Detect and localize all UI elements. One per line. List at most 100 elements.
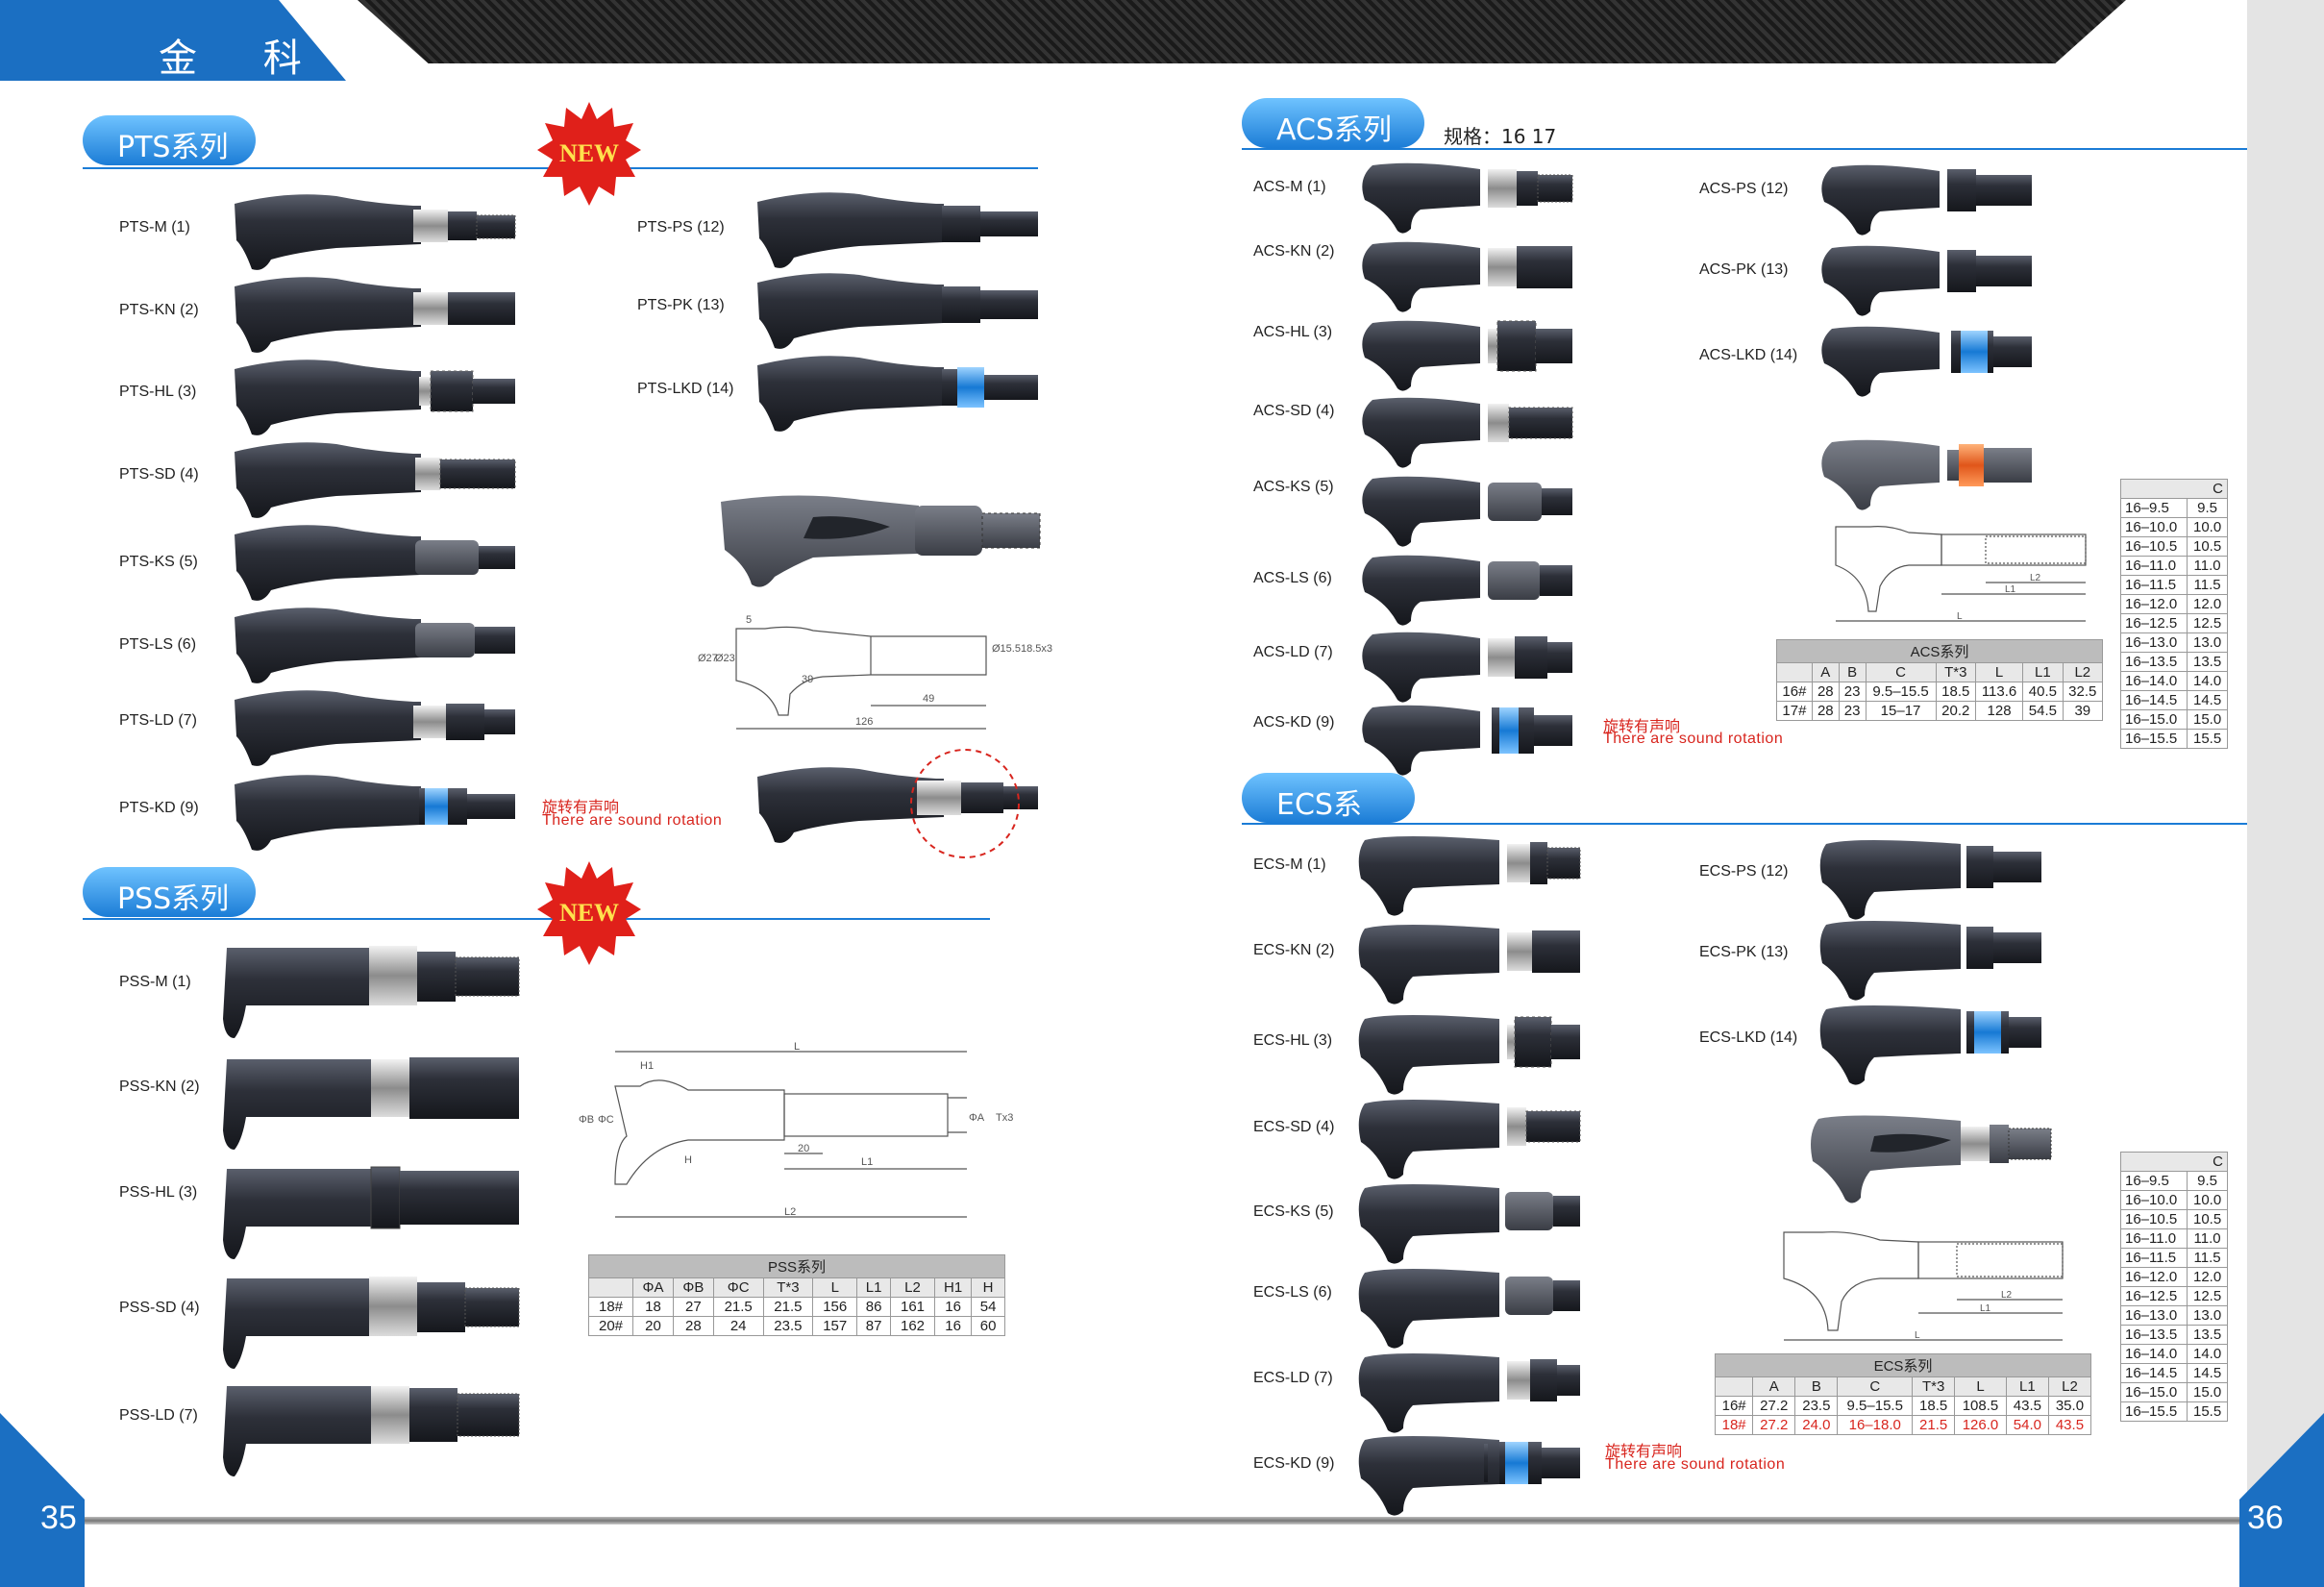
- acs-item-label: ACS-KS (5): [1253, 479, 1334, 495]
- handle-image: [223, 946, 520, 1038]
- pss-item-label: PSS-HL (3): [119, 1184, 198, 1201]
- handle-image: [235, 194, 516, 270]
- acs-item-label: ACS-LKD (14): [1699, 347, 1798, 363]
- dim-label: L1: [2005, 584, 2016, 595]
- ecs-item-label: ECS-PS (12): [1699, 863, 1789, 880]
- dim-label: H: [684, 1154, 692, 1166]
- acs-spec-note: 规格：16 17: [1444, 125, 1557, 148]
- handle-image: [1819, 921, 2041, 1001]
- table-caption: ACS系列: [1776, 639, 2103, 662]
- footer-rule: [77, 1517, 2247, 1525]
- ecs-item-label: ECS-LS (6): [1253, 1284, 1332, 1301]
- sound-note-cn: 旋转有声响: [1605, 1442, 1683, 1460]
- ecs-handle-render: [1811, 1115, 2052, 1203]
- acs-item-label: ACS-KD (9): [1253, 714, 1335, 731]
- dim-label: L2: [2030, 573, 2041, 583]
- ecs-technical-drawing: L L1 L2: [1783, 1231, 2064, 1341]
- dim-label: L1: [861, 1156, 873, 1168]
- dim-label: L2: [2001, 1290, 2013, 1301]
- handle-image: [1358, 1269, 1580, 1349]
- handle-image: [1819, 840, 2041, 920]
- pss-item-label: PSS-SD (4): [119, 1300, 200, 1316]
- dim-label: ΦA: [969, 1112, 985, 1124]
- handle-image: [235, 608, 515, 683]
- page-number-left: 35: [40, 1500, 77, 1536]
- ecs-item-label: ECS-HL (3): [1253, 1032, 1333, 1049]
- pss-item-label: PSS-LD (7): [119, 1407, 198, 1424]
- handle-image: [223, 1166, 519, 1259]
- sound-note-en: There are sound rotation: [542, 812, 723, 829]
- brand-tab: [0, 0, 346, 81]
- dim-label: 39: [802, 674, 813, 685]
- new-badge-pts: NEW: [537, 102, 641, 206]
- handle-image: [223, 1386, 520, 1476]
- handle-image: [235, 775, 515, 851]
- dim-label: L: [1957, 611, 1963, 622]
- ecs-divider: [1242, 823, 2247, 825]
- ecs-section-title: ECS系列: [1236, 773, 1415, 864]
- handle-image: [1362, 397, 1573, 468]
- page-edge-strip: [2247, 0, 2324, 1587]
- dim-label: ΦB: [579, 1114, 594, 1126]
- dim-label: 18.5x3: [1021, 643, 1052, 655]
- pts-item-label: PTS-M (1): [119, 219, 190, 236]
- acs-item-label: ACS-KN (2): [1253, 243, 1335, 260]
- acs-item-label: ACS-LS (6): [1253, 570, 1332, 586]
- acs-technical-drawing: L L1 L2: [1835, 526, 2087, 622]
- acs-item-label: ACS-SD (4): [1253, 403, 1335, 419]
- pts-item-label: PTS-LD (7): [119, 712, 197, 729]
- acs-item-label: ACS-PK (13): [1699, 261, 1789, 278]
- handle-image: [235, 525, 515, 601]
- pts-item-label: PTS-SD (4): [119, 466, 199, 483]
- handle-image: [1362, 241, 1572, 312]
- pts-item-label: PTS-KD (9): [119, 800, 199, 816]
- brand-name: 金 科: [159, 37, 329, 81]
- handle-image: [1358, 1184, 1580, 1264]
- handle-image: [757, 356, 1038, 432]
- pts-item-label: PTS-PK (13): [637, 297, 725, 313]
- handle-image: [223, 1277, 520, 1369]
- handle-image: [1362, 555, 1572, 626]
- handle-image: [235, 690, 515, 766]
- table-caption: ECS系列: [1715, 1353, 2091, 1376]
- acs-item-label: ACS-M (1): [1253, 179, 1326, 195]
- acs-item-label: ACS-LD (7): [1253, 644, 1333, 660]
- handle-image: [1362, 476, 1572, 547]
- pts-item-label: PTS-KN (2): [119, 302, 199, 318]
- sound-note-en: There are sound rotation: [1603, 731, 1784, 747]
- handle-image: [1362, 632, 1572, 703]
- dim-label: L: [794, 1041, 800, 1053]
- handle-image: [1358, 836, 1581, 916]
- pts-technical-drawing: Ø27 Ø23 5 39 49 126 Ø15.5 18.5x3: [698, 614, 1052, 730]
- handle-image: [1821, 326, 2032, 397]
- pts-item-label: PTS-PS (12): [637, 219, 725, 236]
- handle-image: [1358, 1100, 1581, 1179]
- acs-item-label: ACS-PS (12): [1699, 181, 1789, 197]
- dim-label: Tx3: [996, 1112, 1013, 1124]
- ecs-item-label: ECS-SD (4): [1253, 1119, 1335, 1135]
- table-caption: PSS系列: [588, 1254, 1005, 1277]
- pts-item-label: PTS-KS (5): [119, 554, 198, 570]
